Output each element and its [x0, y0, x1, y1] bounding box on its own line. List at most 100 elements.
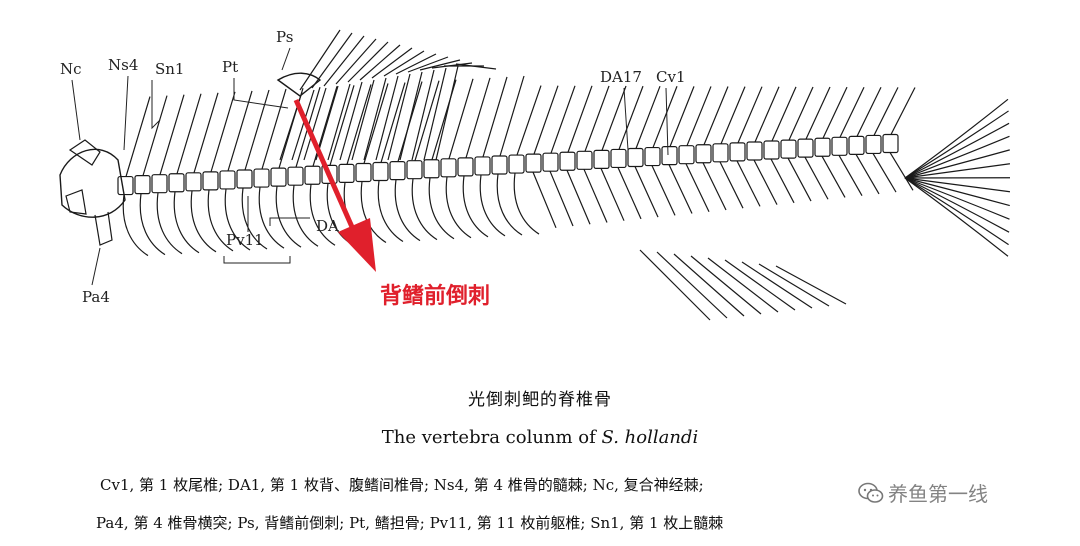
caudal-fin-ray	[904, 177, 1010, 220]
vertebra	[287, 166, 304, 186]
haemal-spine	[532, 171, 557, 229]
rib	[462, 175, 489, 238]
vertebra	[270, 167, 287, 187]
neural-spine	[686, 86, 712, 146]
label-pa4: Pa4	[82, 288, 110, 306]
caudal-fin-ray	[904, 110, 1009, 179]
neural-spine	[873, 87, 899, 136]
vertebra	[559, 151, 576, 171]
neural-spine	[652, 86, 678, 148]
rib	[479, 174, 506, 237]
caption-chinese-title: 光倒刺鲃的脊椎骨	[468, 390, 612, 410]
dorsal-fin-ray	[455, 63, 497, 70]
haemal-spine	[702, 162, 727, 211]
vertebra	[848, 135, 865, 155]
haemal-spine	[566, 170, 591, 225]
haemal-spine	[804, 156, 829, 200]
haemal-spine	[889, 152, 914, 191]
vertebra	[695, 144, 712, 164]
haemal-spine	[600, 168, 625, 221]
vertebra	[780, 139, 797, 159]
caption-english-prefix: The vertebra colunm of	[381, 427, 602, 448]
vertebra	[831, 136, 848, 156]
vertebra	[814, 137, 831, 157]
rib	[207, 189, 234, 252]
vertebra	[882, 133, 899, 154]
neural-spine	[499, 75, 525, 157]
rib	[292, 185, 319, 247]
wechat-icon	[858, 482, 884, 503]
caudal-fin-ray	[904, 177, 1010, 233]
legend-line-2: Pa4, 第 4 椎骨横突; Ps, 背鳍前倒刺; Pt, 鳍担骨; Pv11,…	[96, 514, 724, 532]
caption-species-name: S. hollandi	[601, 427, 699, 448]
vertebra	[134, 175, 151, 195]
rib	[513, 172, 540, 235]
vertebra	[423, 159, 440, 179]
vertebra	[729, 142, 746, 162]
neural-spine	[363, 83, 389, 164]
neural-spine	[703, 86, 729, 145]
vertebra	[389, 161, 406, 181]
label-ps: Ps	[276, 28, 293, 46]
vertebra	[457, 157, 474, 177]
rib	[156, 192, 183, 255]
neural-spine	[142, 95, 168, 176]
pterygiophore	[399, 71, 423, 161]
neural-spine	[737, 86, 763, 144]
caudal-fin-ray	[904, 149, 1010, 179]
vertebra	[644, 146, 661, 167]
neural-spine	[822, 86, 848, 139]
caudal-fin-ray	[904, 177, 1010, 207]
anal-fin-ray	[741, 261, 813, 309]
neural-spine	[890, 87, 916, 135]
haemal-spine	[668, 164, 693, 214]
dorsal-fin-ray	[359, 44, 401, 81]
vertebra	[746, 141, 763, 161]
skeleton-drawing	[59, 29, 1011, 321]
legend-line-1: Cv1, 第 1 枚尾椎; DA1, 第 1 枚背、腹鳍间椎骨; Ns4, 第 …	[100, 476, 704, 494]
haemal-spine	[753, 159, 778, 205]
haemal-spine	[736, 160, 761, 207]
dorsal-fin-ray	[299, 29, 341, 91]
haemal-spine	[719, 161, 744, 209]
pterygiophore	[339, 81, 363, 161]
neural-spine	[448, 78, 474, 159]
caudal-fin-ray	[904, 177, 1009, 246]
label-pt: Pt	[222, 58, 238, 76]
haemal-spine	[821, 155, 846, 198]
neural-spine	[329, 85, 355, 166]
vertebra	[542, 152, 559, 172]
rib	[394, 179, 421, 242]
skull-outline	[59, 148, 126, 218]
rib	[445, 176, 472, 239]
pterygiophore	[423, 67, 447, 161]
vertebra	[321, 164, 338, 184]
anal-fin-ray	[758, 263, 830, 307]
vertebra	[202, 171, 219, 191]
caudal-fin-ray	[904, 177, 1009, 257]
vertebra	[117, 175, 134, 196]
rib	[258, 187, 285, 249]
neural-spine	[550, 85, 576, 154]
pterygiophore	[411, 69, 435, 161]
dorsal-fin-ray	[323, 35, 365, 87]
vertebra	[304, 165, 321, 185]
neural-spine	[465, 77, 491, 159]
neural-spine	[482, 76, 508, 158]
rib	[139, 193, 166, 256]
haemal-spine	[583, 169, 608, 223]
haemal-spine	[651, 165, 676, 216]
neural-spine	[635, 85, 661, 149]
dorsal-fin-ray	[383, 50, 425, 77]
vertebra	[508, 154, 525, 174]
neural-spine	[414, 80, 440, 161]
label-nc: Nc	[60, 60, 82, 78]
vertebra	[593, 149, 610, 169]
haemal-spine	[855, 154, 880, 195]
vertebral-column-diagram: Nc Ns4 Sn1 Pt Ps DA17 Cv1 Pv11 DA Pa4 背鳍…	[59, 28, 1011, 321]
pterygiophore	[351, 79, 375, 161]
caudal-fin-ray	[904, 122, 1010, 179]
vertebra	[219, 170, 236, 190]
neural-spine	[601, 85, 627, 151]
rib	[309, 184, 336, 246]
